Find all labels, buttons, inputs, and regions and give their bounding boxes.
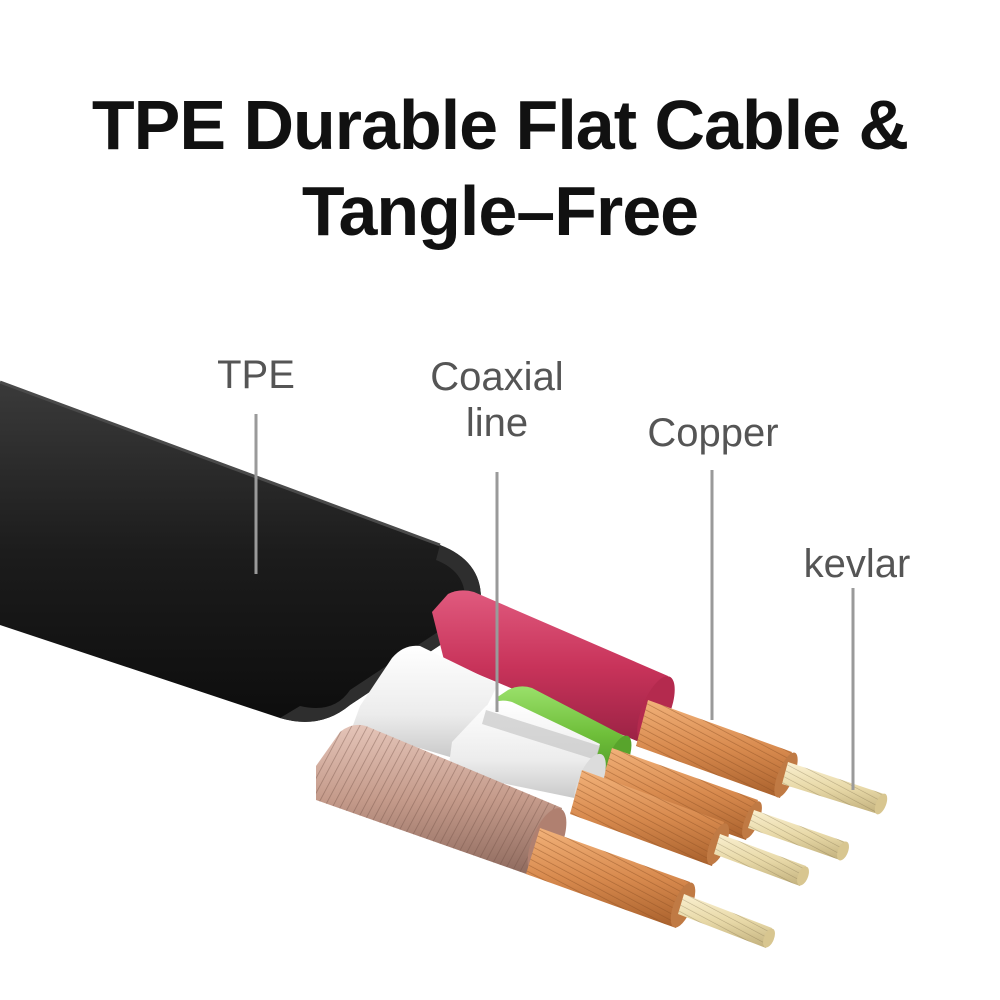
label-coaxial-line: Coaxial line: [392, 354, 602, 446]
conductor-red: [432, 590, 888, 815]
headline-line-2: Tangle–Free: [301, 172, 699, 250]
conductor-tinned-copper: [316, 724, 775, 948]
leader-lines: [254, 414, 855, 790]
label-coaxial-line-1: Coaxial: [430, 355, 564, 399]
label-coaxial-line-2: line: [465, 401, 529, 445]
conductor-white-coaxial: [448, 700, 809, 886]
label-copper: Copper: [647, 411, 779, 455]
label-tpe: TPE: [217, 353, 295, 397]
headline: TPE Durable Flat Cable & Tangle–Free: [0, 82, 1000, 254]
label-kevlar: kevlar: [803, 542, 911, 586]
conductor-white-upper: [352, 645, 498, 760]
headline-line-1: TPE Durable Flat Cable &: [91, 86, 909, 164]
